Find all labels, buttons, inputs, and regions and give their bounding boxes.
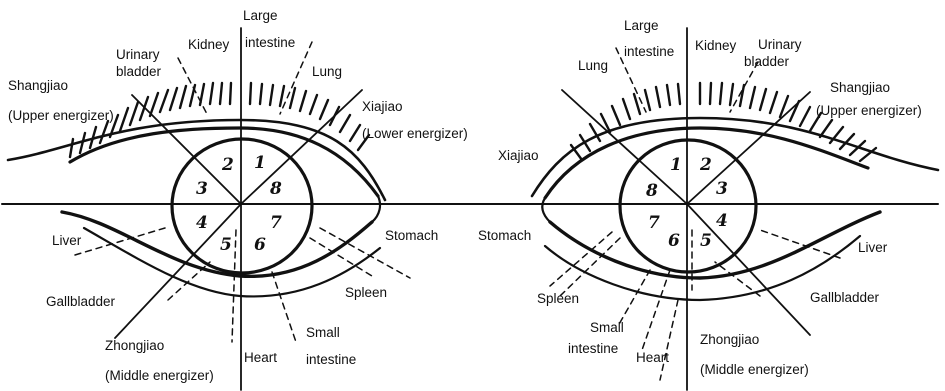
left-label-liver: Liver: [52, 233, 82, 248]
left-sector-8: 8: [269, 179, 282, 199]
left-label-stomach: Stomach: [385, 228, 438, 243]
left-upper-left-diagonal: [132, 95, 241, 204]
left-sector-5: 5: [220, 235, 232, 255]
left-label-spleen: Spleen: [345, 285, 387, 300]
left-label-gallbladder: Gallbladder: [46, 294, 116, 309]
left-label-lower-energizer: (Lower energizer): [362, 126, 468, 141]
right-upper-left-diagonal: [562, 90, 687, 204]
left-label-intestine: intestine: [245, 35, 295, 50]
left-iris: [172, 139, 312, 273]
right-label-urinary: Urinary: [758, 37, 802, 52]
left-inner-canthus: [372, 196, 380, 222]
right-sector-1: 1: [670, 155, 682, 175]
left-sector-1: 1: [254, 153, 266, 173]
left-label-urinary: Urinary: [116, 47, 160, 62]
left-label-small: Small: [306, 325, 340, 340]
right-label-lung: Lung: [578, 58, 608, 73]
right-upper-right-diagonal: [687, 92, 810, 204]
right-label-gallbladder: Gallbladder: [810, 290, 880, 305]
left-label-large: Large: [243, 8, 278, 23]
right-label-zhongjiao: Zhongjiao: [700, 332, 759, 347]
right-sector-2: 2: [699, 155, 712, 175]
left-sector-6: 6: [254, 235, 266, 255]
left-sector-7: 7: [270, 213, 282, 233]
left-label-xiajiao: Xiajiao: [362, 99, 403, 114]
right-label-stomach: Stomach: [478, 228, 531, 243]
left-label-shangjiao: Shangjiao: [8, 78, 68, 93]
right-label-small-intestine: intestine: [568, 341, 618, 356]
left-label-bladder: bladder: [116, 64, 162, 79]
right-label-intestine: intestine: [624, 44, 674, 59]
right-label-large: Large: [624, 18, 659, 33]
right-sector-3: 3: [716, 179, 728, 199]
right-label-kidney: Kidney: [695, 38, 737, 53]
right-label-shangjiao: Shangjiao: [830, 80, 890, 95]
right-label-xiajiao: Xiajiao: [498, 148, 539, 163]
left-label-zhongjiao: Zhongjiao: [105, 338, 164, 353]
left-sector-3: 3: [196, 179, 208, 199]
left-label-middle-energizer: (Middle energizer): [105, 368, 214, 383]
right-label-bladder: bladder: [744, 54, 790, 69]
right-label-heart: Heart: [636, 350, 669, 365]
left-label-kidney: Kidney: [188, 37, 230, 52]
right-label-upper-energizer: (Upper energizer): [816, 103, 922, 118]
right-sector-7: 7: [648, 213, 660, 233]
left-label-upper-energizer: (Upper energizer): [8, 108, 114, 123]
right-label-liver: Liver: [858, 240, 888, 255]
right-sector-8: 8: [645, 181, 658, 201]
left-eye: 2 1 3 8 4 7 5 6 Large intestine Kidney U…: [8, 8, 468, 390]
right-label-small: Small: [590, 320, 624, 335]
right-label-spleen: Spleen: [537, 291, 579, 306]
right-sector-6: 6: [668, 231, 680, 251]
left-label-lung: Lung: [312, 64, 342, 79]
left-sector-4: 4: [196, 213, 208, 233]
left-sector-2: 2: [221, 155, 234, 175]
right-label-middle-energizer: (Middle energizer): [700, 362, 809, 377]
right-inner-canthus: [542, 198, 550, 222]
right-sector-4: 4: [716, 211, 728, 231]
left-label-small-intestine: intestine: [306, 352, 356, 367]
left-label-heart: Heart: [244, 350, 277, 365]
unused: [110, 85, 380, 100]
right-sector-5: 5: [700, 231, 712, 251]
